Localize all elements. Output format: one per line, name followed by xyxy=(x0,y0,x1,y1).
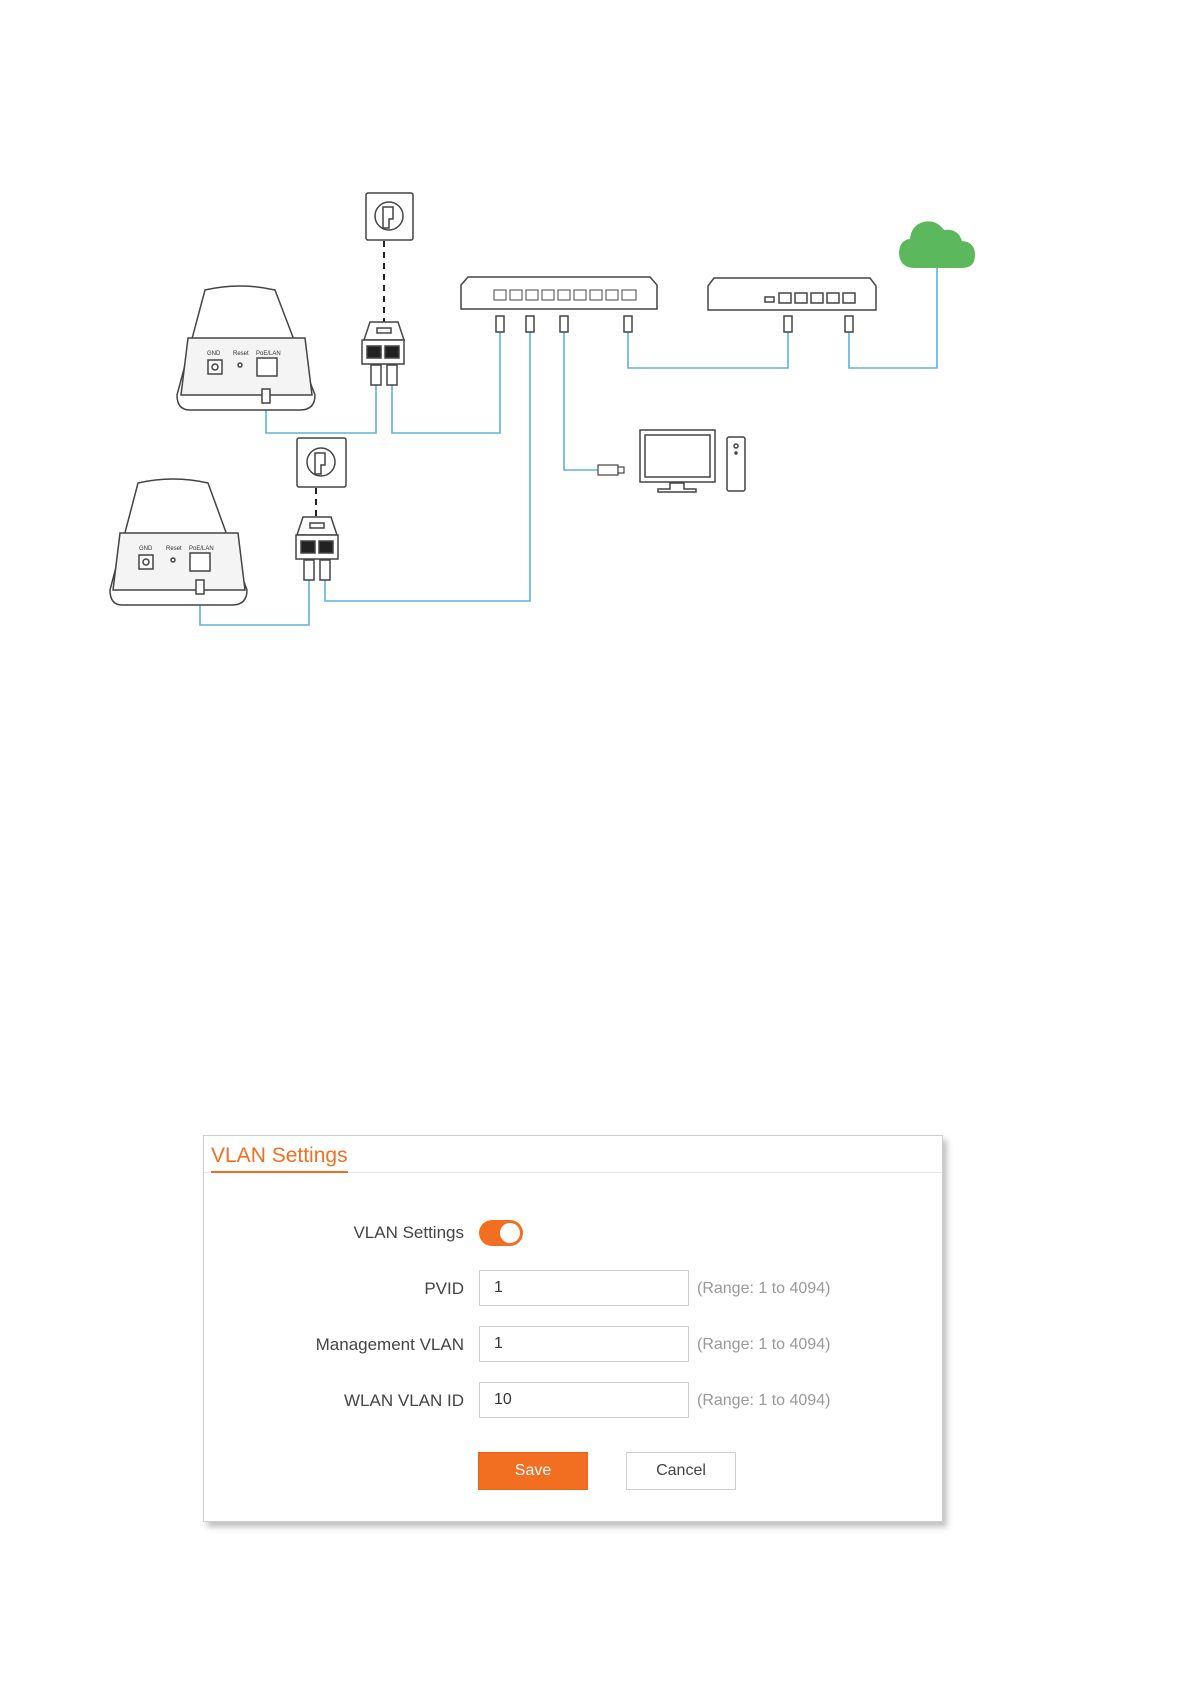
vlan-settings-toggle[interactable] xyxy=(479,1220,523,1246)
cpe-device-icon: GND Reset PoE/LAN xyxy=(110,479,247,605)
pvid-range-hint: (Range: 1 to 4094) xyxy=(697,1270,830,1308)
wlan-vlan-id-input[interactable]: 10 xyxy=(479,1382,689,1418)
cloud-icon xyxy=(899,221,975,268)
pvid-row: PVID 1 (Range: 1 to 4094) xyxy=(204,1270,942,1308)
cpe-device-icon: GND Reset PoE/LAN xyxy=(177,286,315,410)
switch-ports xyxy=(494,290,636,300)
cable-switch-to-pc xyxy=(564,332,598,470)
pvid-input[interactable]: 1 xyxy=(479,1270,689,1306)
wlan-vlan-id-row: WLAN VLAN ID 10 (Range: 1 to 4094) xyxy=(204,1382,942,1420)
poe-injector-icon xyxy=(296,517,338,580)
toggle-knob xyxy=(500,1223,520,1243)
vlan-settings-panel: VLAN Settings VLAN Settings PVID 1 (Rang… xyxy=(203,1135,943,1522)
port-label-gnd: GND xyxy=(207,351,221,357)
port-label-poe-lan: PoE/LAN xyxy=(256,351,281,357)
port-label-gnd: GND xyxy=(139,546,153,552)
wlan-vlan-id-label: WLAN VLAN ID xyxy=(344,1382,464,1420)
panel-title: VLAN Settings xyxy=(211,1144,348,1173)
panel-header: VLAN Settings xyxy=(204,1136,942,1173)
port-label-reset: Reset xyxy=(233,351,249,357)
cancel-button[interactable]: Cancel xyxy=(626,1452,736,1490)
management-vlan-input[interactable]: 1 xyxy=(479,1326,689,1362)
port-label-reset: Reset xyxy=(166,546,182,552)
cable-switch-to-router xyxy=(628,332,788,368)
vlan-toggle-row: VLAN Settings xyxy=(204,1214,942,1252)
power-socket-icon xyxy=(297,438,346,487)
pc-tower-icon xyxy=(727,437,745,491)
management-vlan-range-hint: (Range: 1 to 4094) xyxy=(697,1326,830,1364)
save-button[interactable]: Save xyxy=(478,1452,588,1490)
rj45-plug-icon xyxy=(598,465,624,475)
network-topology-diagram: GND Reset PoE/LAN GND Reset PoE/LAN xyxy=(0,0,1191,700)
switch-icon xyxy=(461,277,657,332)
vlan-toggle-label: VLAN Settings xyxy=(353,1214,464,1252)
wlan-vlan-id-range-hint: (Range: 1 to 4094) xyxy=(697,1382,830,1420)
management-vlan-label: Management VLAN xyxy=(316,1326,464,1364)
management-vlan-row: Management VLAN 1 (Range: 1 to 4094) xyxy=(204,1326,942,1364)
cable-poe1-to-switch xyxy=(392,332,500,433)
port-label-poe-lan: PoE/LAN xyxy=(189,546,214,552)
power-socket-icon xyxy=(366,193,413,240)
monitor-icon xyxy=(640,430,715,492)
router-icon xyxy=(708,278,876,332)
poe-injector-icon xyxy=(362,322,404,385)
pvid-label: PVID xyxy=(424,1270,464,1308)
